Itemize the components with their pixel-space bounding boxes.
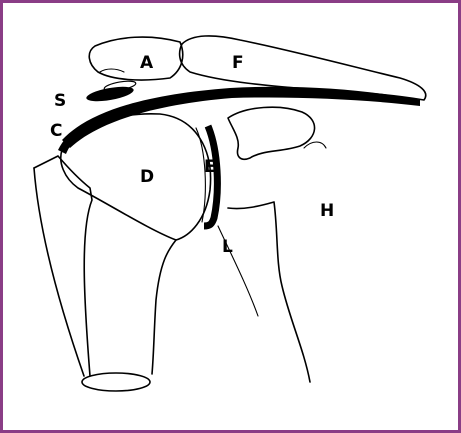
label-A: A xyxy=(140,53,154,73)
label-F: F xyxy=(232,53,244,73)
coracoid-process xyxy=(228,107,315,159)
subacromial-bursa xyxy=(85,84,134,104)
cartilage-c xyxy=(58,120,94,154)
scapula-outline xyxy=(228,202,310,382)
label-D: D xyxy=(140,167,154,187)
coracoid-hook xyxy=(304,142,326,148)
shaft-section xyxy=(82,373,150,391)
humeral-shaft-right xyxy=(152,240,176,374)
label-S: S xyxy=(54,91,66,111)
label-E: E xyxy=(204,157,216,177)
label-L: L xyxy=(222,237,233,257)
label-H: H xyxy=(320,201,334,221)
humeral-shaft xyxy=(34,156,92,376)
humeral-shaft-left xyxy=(34,168,84,376)
label-C: C xyxy=(50,121,62,141)
acromion-tip xyxy=(100,69,124,72)
acromion-outline xyxy=(89,37,183,80)
